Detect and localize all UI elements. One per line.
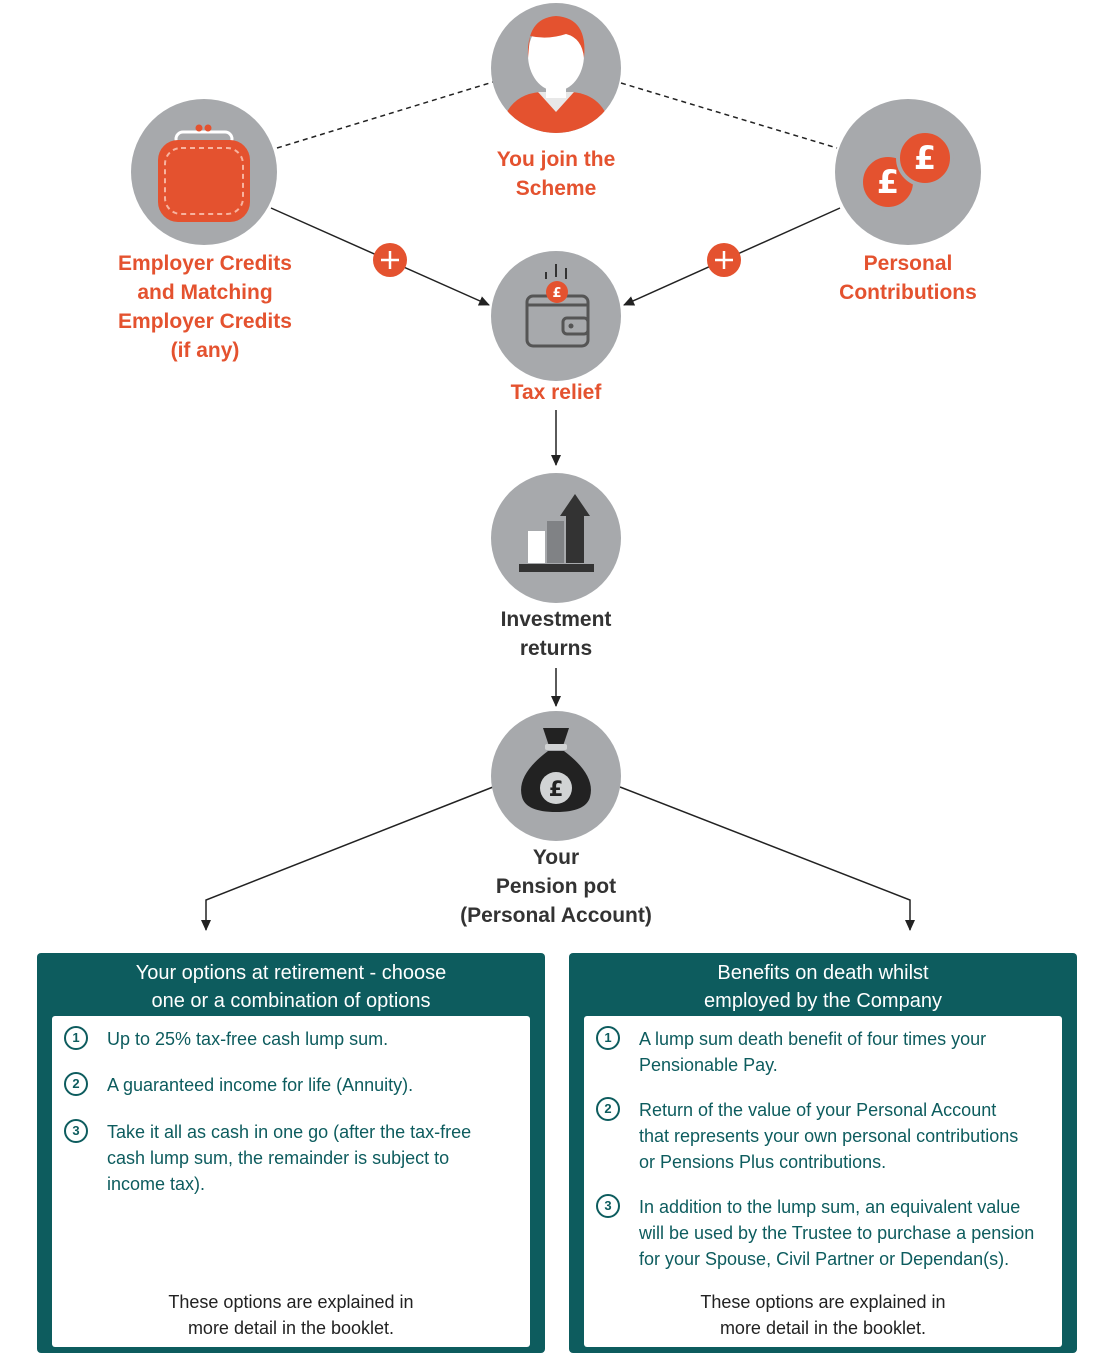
card-title-line: Benefits on death whilst <box>717 962 929 984</box>
arrow-pot-to-retirement <box>201 786 494 931</box>
arrow-pot-to-death <box>619 786 915 931</box>
benefit-text-line: In addition to the lump sum, an equivale… <box>639 1197 1021 1217</box>
option-item: 1 Up to 25% tax-free cash lump sum. <box>64 1026 520 1052</box>
plus-icon <box>373 243 407 277</box>
benefit-text-line: or Pensions Plus contributions. <box>639 1152 887 1172</box>
benefit-text-line: A lump sum death benefit of four times y… <box>639 1029 987 1049</box>
card-title-line: one or a combination of options <box>151 990 431 1012</box>
svg-text:£: £ <box>877 163 899 201</box>
wallet-icon: £ <box>491 251 621 381</box>
tax-relief-label: Tax relief <box>456 378 656 407</box>
benefit-text-line: that represents your own personal contri… <box>639 1126 1019 1146</box>
tax-relief-label-line: Tax relief <box>510 381 602 404</box>
benefit-text-line: for your Spouse, Civil Partner or Depend… <box>639 1249 1010 1269</box>
investment-label-line: returns <box>519 637 593 660</box>
number-badge: 3 <box>596 1194 620 1218</box>
option-text-line: A guaranteed income for life (Annuity). <box>107 1075 414 1095</box>
option-text-line: cash lump sum, the remainder is subject … <box>107 1148 450 1168</box>
option-text: Up to 25% tax-free cash lump sum. <box>107 1026 388 1052</box>
svg-text:£: £ <box>549 777 564 801</box>
option-text-line: Up to 25% tax-free cash lump sum. <box>107 1029 389 1049</box>
card-title: Your options at retirement - choose one … <box>37 953 545 1013</box>
benefit-item: 1 A lump sum death benefit of four times… <box>596 1026 1052 1078</box>
card-footer-line: more detail in the booklet. <box>719 1318 927 1338</box>
benefit-text: A lump sum death benefit of four times y… <box>639 1026 986 1078</box>
pound-coins-icon: £ £ <box>835 99 981 245</box>
investment-label: Investment returns <box>456 605 656 663</box>
card-title-line: Your options at retirement - choose <box>135 962 447 984</box>
benefit-item: 3 In addition to the lump sum, an equiva… <box>596 1194 1052 1272</box>
benefit-text: In addition to the lump sum, an equivale… <box>639 1194 1034 1272</box>
number-badge: 3 <box>64 1119 88 1143</box>
personal-label: Personal Contributions <box>798 249 1018 307</box>
employer-label-line: Employer Credits <box>118 310 292 333</box>
card-footer: These options are explained in more deta… <box>52 1289 530 1341</box>
join-label: You join the Scheme <box>456 145 656 203</box>
card-body: 1 Up to 25% tax-free cash lump sum. 2 A … <box>52 1016 530 1347</box>
benefit-text-line: Return of the value of your Personal Acc… <box>639 1100 997 1120</box>
card-footer-line: more detail in the booklet. <box>187 1318 395 1338</box>
card-title-line: employed by the Company <box>704 990 942 1012</box>
card-footer-line: These options are explained in <box>168 1292 414 1312</box>
plus-icon <box>707 243 741 277</box>
svg-text:£: £ <box>914 139 936 177</box>
benefit-text-line: Pensionable Pay. <box>639 1055 778 1075</box>
option-text-line: income tax). <box>107 1174 206 1194</box>
employer-label-line: Employer Credits <box>118 252 292 275</box>
personal-label-line: Personal <box>863 252 953 275</box>
card-footer-line: These options are explained in <box>700 1292 946 1312</box>
employer-label: Employer Credits and Matching Employer C… <box>90 249 320 365</box>
join-label-line: Scheme <box>515 177 597 200</box>
card-body: 1 A lump sum death benefit of four times… <box>584 1016 1062 1347</box>
option-item: 3 Take it all as cash in one go (after t… <box>64 1119 520 1197</box>
connectors <box>201 81 915 931</box>
investment-label-line: Investment <box>500 608 612 631</box>
join-label-line: You join the <box>496 148 616 171</box>
option-item: 2 A guaranteed income for life (Annuity)… <box>64 1072 520 1098</box>
retirement-options-card: Your options at retirement - choose one … <box>37 953 545 1353</box>
option-text: A guaranteed income for life (Annuity). <box>107 1072 413 1098</box>
card-title: Benefits on death whilst employed by the… <box>569 953 1077 1013</box>
benefit-text-line: will be used by the Trustee to purchase … <box>639 1223 1035 1243</box>
benefit-item: 2 Return of the value of your Personal A… <box>596 1097 1052 1175</box>
death-benefits-card: Benefits on death whilst employed by the… <box>569 953 1077 1353</box>
card-footer: These options are explained in more deta… <box>584 1289 1062 1341</box>
employer-label-line: (if any) <box>170 339 240 362</box>
pension-pot-label-line: Pension pot <box>495 875 617 898</box>
dashed-connector-right <box>620 82 838 149</box>
number-badge: 1 <box>64 1026 88 1050</box>
growth-chart-icon <box>491 473 621 603</box>
number-badge: 2 <box>64 1072 88 1096</box>
pension-pot-label: Your Pension pot (Personal Account) <box>426 843 686 930</box>
option-text-line: Take it all as cash in one go (after the… <box>107 1122 472 1142</box>
number-badge: 2 <box>596 1097 620 1121</box>
benefit-text: Return of the value of your Personal Acc… <box>639 1097 1018 1175</box>
person-icon <box>491 3 621 133</box>
employer-label-line: and Matching <box>137 281 273 304</box>
personal-label-line: Contributions <box>839 281 977 304</box>
number-badge: 1 <box>596 1026 620 1050</box>
pension-pot-label-line: Your <box>532 846 580 869</box>
money-bag-icon: £ <box>491 711 621 841</box>
svg-text:£: £ <box>552 286 561 301</box>
pension-pot-label-line: (Personal Account) <box>460 904 652 927</box>
dashed-connector-left <box>276 81 494 149</box>
option-text: Take it all as cash in one go (after the… <box>107 1119 471 1197</box>
purse-icon <box>131 99 277 245</box>
